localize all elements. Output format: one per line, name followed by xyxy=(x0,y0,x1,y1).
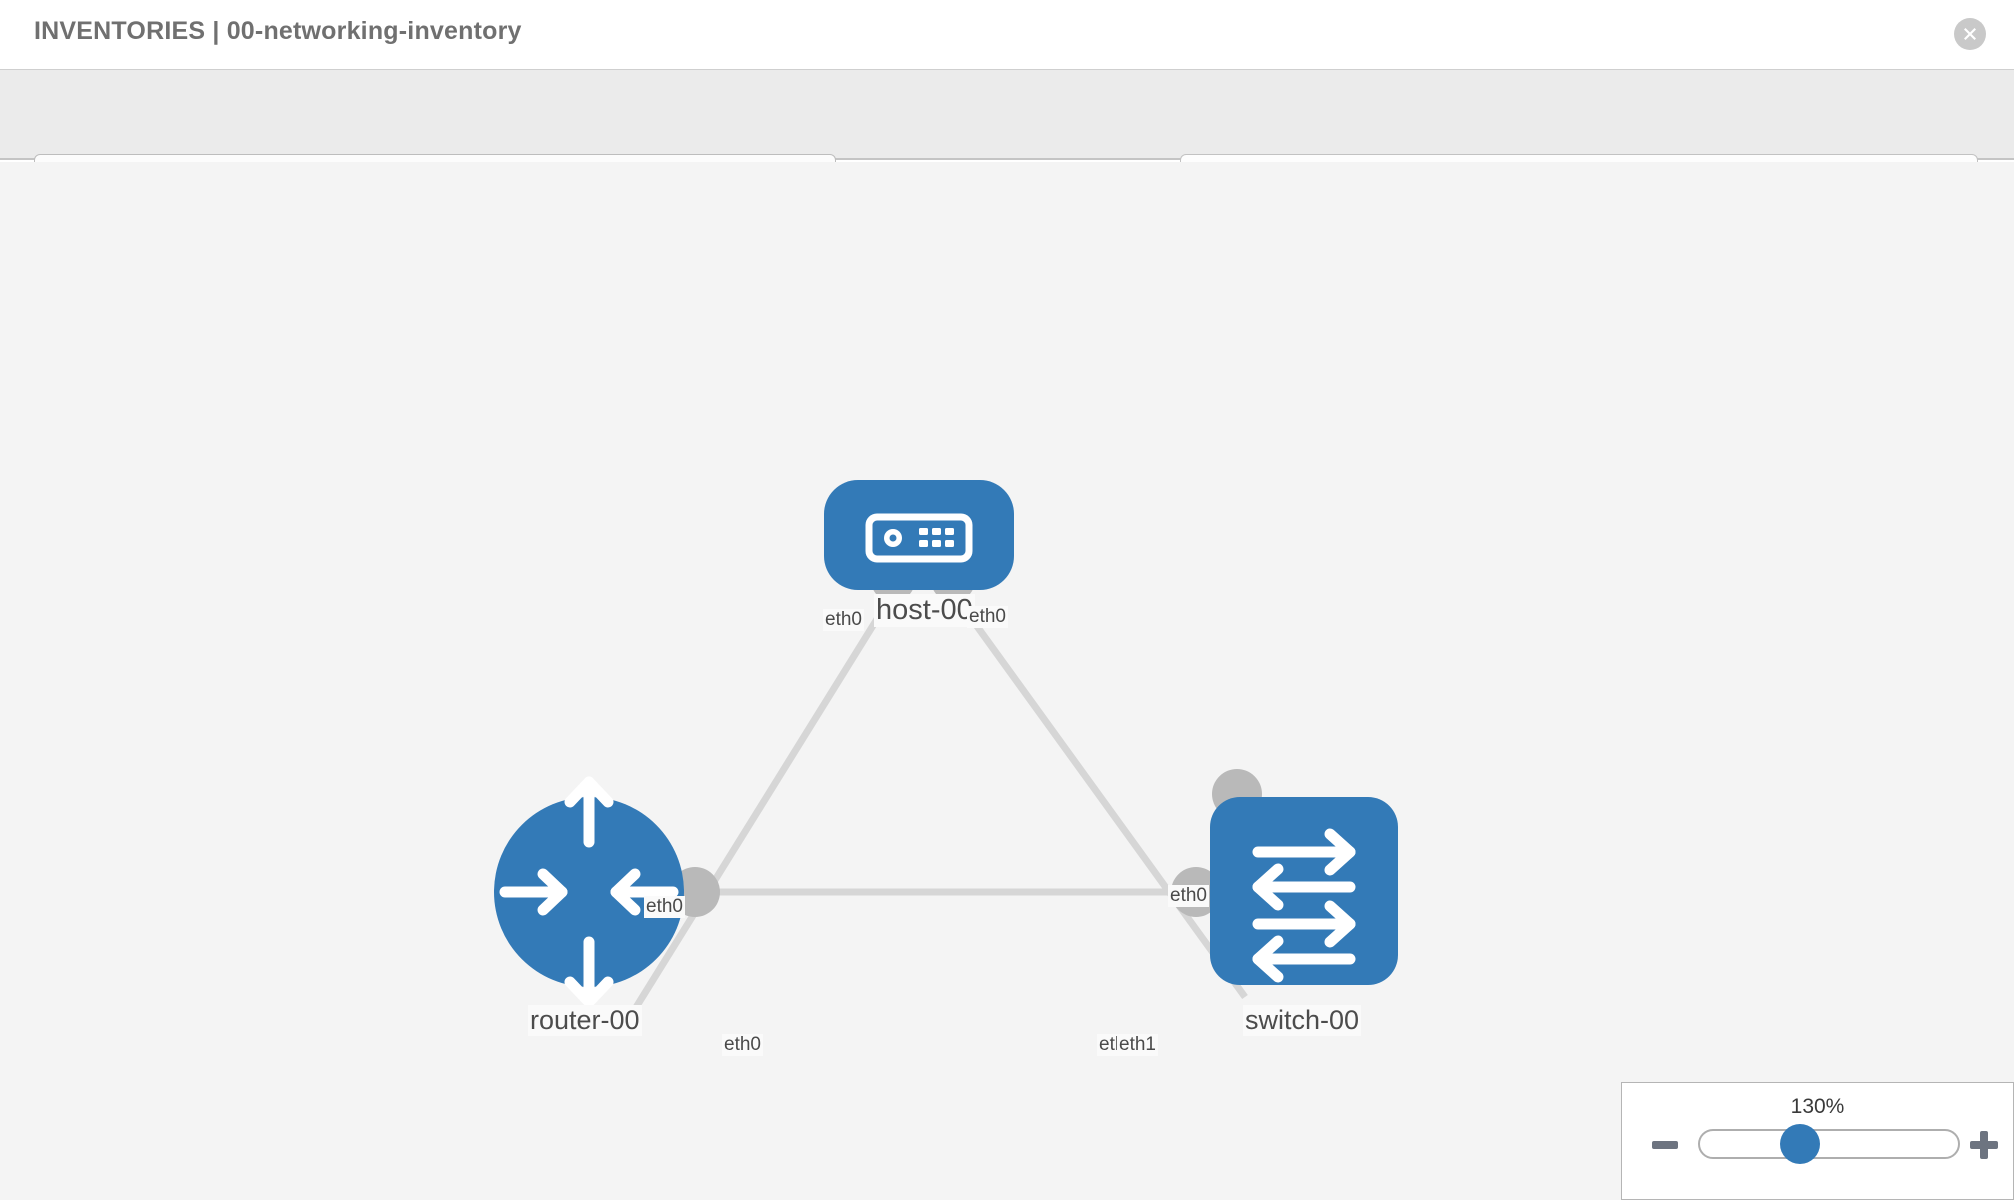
toolbar: ACTIONS SEARCH xyxy=(0,70,2014,209)
zoom-level-label: 130% xyxy=(1790,1095,1845,1118)
topology-links xyxy=(627,579,1255,1019)
edge-label-host-left: eth0 xyxy=(823,609,864,631)
node-host-00[interactable] xyxy=(824,480,1014,590)
plus-icon[interactable] xyxy=(1970,1131,1998,1159)
page-title: INVENTORIES | 00-networking-inventory xyxy=(34,17,522,45)
zoom-slider[interactable] xyxy=(1698,1129,1960,1159)
edge-label-host-right: eth0 xyxy=(967,606,1008,628)
node-switch-00[interactable] xyxy=(1210,797,1398,985)
close-icon[interactable] xyxy=(1954,18,1986,50)
edge-label-switch-left: eth1 xyxy=(1117,1034,1158,1056)
link-host-switch xyxy=(942,579,1248,1000)
node-label-switch-00: switch-00 xyxy=(1243,1005,1362,1036)
node-router-00[interactable] xyxy=(494,776,684,1008)
switch-arrows-icon xyxy=(1252,828,1356,983)
zoom-slider-thumb[interactable] xyxy=(1780,1124,1820,1164)
minus-icon[interactable] xyxy=(1652,1141,1678,1149)
topology-canvas[interactable]: host-00 router-00 switch-00 eth0 eth0 et… xyxy=(0,162,2014,1200)
link-router-host xyxy=(627,580,903,1019)
page-header: INVENTORIES | 00-networking-inventory xyxy=(0,0,2014,70)
router-arrows-icon xyxy=(499,776,679,1008)
edge-label-switch-up: eth0 xyxy=(1168,885,1209,907)
node-label-router-00: router-00 xyxy=(528,1005,642,1036)
edge-label-router-up: eth0 xyxy=(644,896,685,918)
edge-label-router-right: eth0 xyxy=(722,1034,763,1056)
node-label-host-00: host-00 xyxy=(874,594,975,627)
topology-graph xyxy=(494,480,1398,1019)
zoom-control-panel: 130% xyxy=(1621,1082,2014,1200)
